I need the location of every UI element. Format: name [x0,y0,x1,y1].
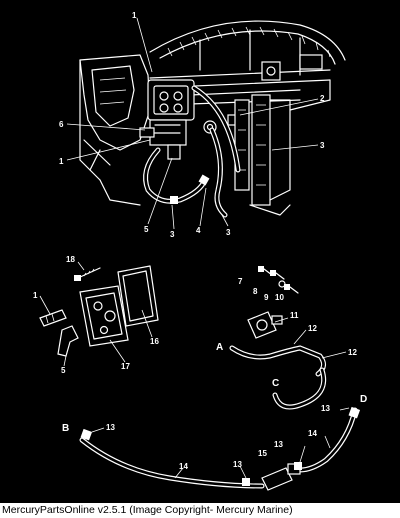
callout-label: B [62,423,69,434]
callout-label: 1 [33,291,38,300]
callout-label: 14 [179,462,188,471]
callout-label: A [216,342,223,353]
callout-label: 2 [320,94,325,103]
engine-assembly-illustration [66,17,346,230]
callout-label: C [272,378,279,389]
callout-label: 8 [253,287,258,296]
callout-label: 6 [59,120,64,129]
callout-label: 12 [308,324,317,333]
callout-label: 18 [66,255,75,264]
callout-label: 4 [196,226,201,235]
fuel-line-routing-illustration [79,266,361,491]
pump-cover-exploded-illustration [39,261,159,367]
callout-label: 16 [150,337,159,346]
parts-diagram: 1 2 3 6 1 5 3 4 3 18 1 5 16 17 7 8 9 10 … [33,11,367,491]
callout-label: 5 [144,225,149,234]
callout-label: 14 [308,429,317,438]
callout-label: 11 [290,311,299,320]
callout-label: 1 [132,11,137,20]
callout-label: 13 [233,460,242,469]
callout-label: D [360,394,367,405]
callout-label: 3 [170,230,175,239]
callout-label: 9 [264,293,269,302]
callout-label: 10 [275,293,284,302]
callout-label: 13 [321,404,330,413]
callout-label: 17 [121,362,130,371]
callout-label: 7 [238,277,243,286]
callout-label: 12 [348,348,357,357]
callout-labels: 1 2 3 6 1 5 3 4 3 18 1 5 16 17 7 8 9 10 … [33,11,367,471]
callout-label: 15 [258,449,267,458]
callout-label: 13 [106,423,115,432]
callout-label: 3 [320,141,325,150]
callout-label: 1 [59,157,64,166]
image-caption: MercuryPartsOnline v2.5.1 (Image Copyrig… [0,503,400,518]
callout-label: 13 [274,440,283,449]
callout-label: 3 [226,228,231,237]
callout-label: 5 [61,366,66,375]
